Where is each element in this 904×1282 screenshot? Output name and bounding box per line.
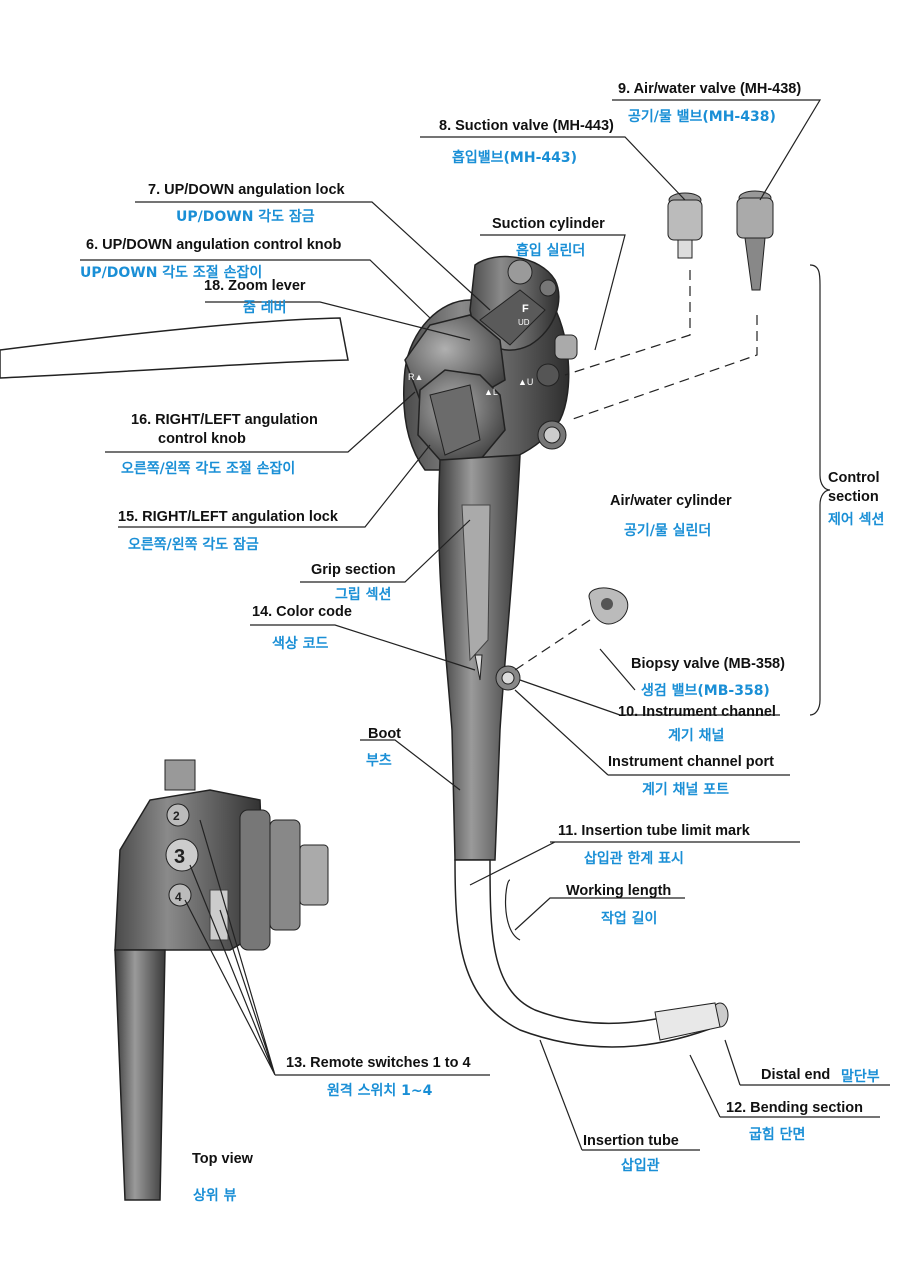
updown-lock-label: 7. UP/DOWN angulation lock	[148, 182, 345, 198]
suction-valve-label: 8. Suction valve (MH-443)	[439, 118, 614, 134]
universal-cord	[0, 317, 349, 379]
grip-section-label: Grip section	[311, 562, 396, 578]
knob-u-marking: ▲U	[518, 377, 533, 387]
knob-f-marking: F	[522, 303, 529, 315]
color-code-mark	[474, 654, 483, 681]
switch-4-marking: 4	[175, 890, 182, 904]
air-water-cylinder-label: Air/water cylinder	[610, 493, 732, 509]
switch-2-marking: 2	[173, 809, 180, 823]
air-water-cylinder-label-ko: 공기/물 실린더	[624, 523, 712, 539]
grip-handle	[437, 454, 521, 861]
knob-r-marking: R▲	[408, 372, 423, 382]
control-section-label-line2: section	[828, 489, 879, 505]
air-water-valve-label: 9. Air/water valve (MH-438)	[618, 81, 802, 97]
distal-end-label: Distal end	[761, 1067, 831, 1083]
rl-lock-label-ko: 오른쪽/왼쪽 각도 잠금	[128, 537, 259, 553]
air-water-valve-drawing	[736, 190, 774, 291]
boot-label-ko: 부츠	[366, 753, 392, 769]
grip-section-label-ko: 그립 섹션	[335, 587, 392, 603]
limit-mark-label: 11. Insertion tube limit mark	[558, 823, 750, 839]
switch-3-marking: 3	[174, 846, 185, 868]
control-section-label-ko: 제어 섹션	[828, 512, 885, 528]
bending-section-label: 12. Bending section	[726, 1100, 863, 1116]
biopsy-valve-drawing	[588, 587, 629, 625]
suction-cylinder-label: Suction cylinder	[492, 216, 605, 232]
top-view-label-ko: 상위 뷰	[193, 1188, 237, 1204]
boot-label: Boot	[368, 726, 402, 742]
dashed-guides	[514, 270, 758, 671]
air-water-valve-label-ko: 공기/물 밸브(MH-438)	[628, 109, 776, 125]
zoom-lever-label-ko: 줌 레버	[243, 300, 287, 316]
limit-mark-label-ko: 삽입관 한계 표시	[584, 851, 684, 867]
remote-switches-label: 13. Remote switches 1 to 4	[286, 1055, 471, 1071]
control-section-label-line1: Control	[828, 470, 880, 486]
instrument-channel-port-label-ko: 계기 채널 포트	[642, 782, 730, 798]
suction-valve-drawing	[667, 192, 703, 259]
rl-knob-label-ko: 오른쪽/왼쪽 각도 조절 손잡이	[121, 461, 296, 477]
instrument-channel-port-label: Instrument channel port	[608, 754, 774, 770]
rl-knob-label-line2: control knob	[158, 431, 246, 447]
instrument-channel-label: 10. Instrument channel	[618, 704, 776, 720]
biopsy-valve-label-ko: 생검 밸브(MB-358)	[641, 683, 770, 699]
control-body: ▲L ▲U R▲ F UD	[402, 255, 578, 471]
distal-end-label-ko: 말단부	[841, 1069, 880, 1085]
updown-knob-label-ko: UP/DOWN 각도 조절 손잡이	[80, 265, 263, 281]
top-view-drawing: 2 3 4	[114, 759, 329, 1201]
biopsy-valve-label: Biopsy valve (MB-358)	[631, 656, 785, 672]
working-length-label-ko: 작업 길이	[601, 911, 658, 927]
rl-knob-label-line1: 16. RIGHT/LEFT angulation	[131, 412, 318, 428]
suction-cylinder-label-ko: 흡입 실린더	[516, 243, 586, 259]
knob-ud-marking: UD	[518, 318, 530, 327]
insertion-tube-label-ko: 삽입관	[621, 1158, 660, 1174]
zoom-lever-label: 18. Zoom lever	[204, 278, 306, 294]
top-view-label: Top view	[192, 1151, 253, 1167]
bending-section-label-ko: 굽힘 단면	[749, 1127, 806, 1143]
color-code-label: 14. Color code	[252, 604, 352, 620]
updown-lock-label-ko: UP/DOWN 각도 잠금	[176, 209, 315, 225]
remote-switches-label-ko: 원격 스위치 1~4	[327, 1083, 433, 1099]
working-length-label: Working length	[566, 883, 672, 899]
leader-lines	[80, 99, 890, 1151]
insertion-tube-label: Insertion tube	[583, 1133, 679, 1149]
instrument-channel-label-ko: 계기 채널	[668, 728, 725, 744]
updown-knob-label: 6. UP/DOWN angulation control knob	[86, 237, 342, 253]
color-code-label-ko: 색상 코드	[272, 636, 329, 652]
knob-l-marking: ▲L	[484, 387, 498, 397]
rl-lock-label: 15. RIGHT/LEFT angulation lock	[118, 509, 338, 525]
suction-valve-label-ko: 흡입밸브(MH-443)	[452, 150, 577, 166]
